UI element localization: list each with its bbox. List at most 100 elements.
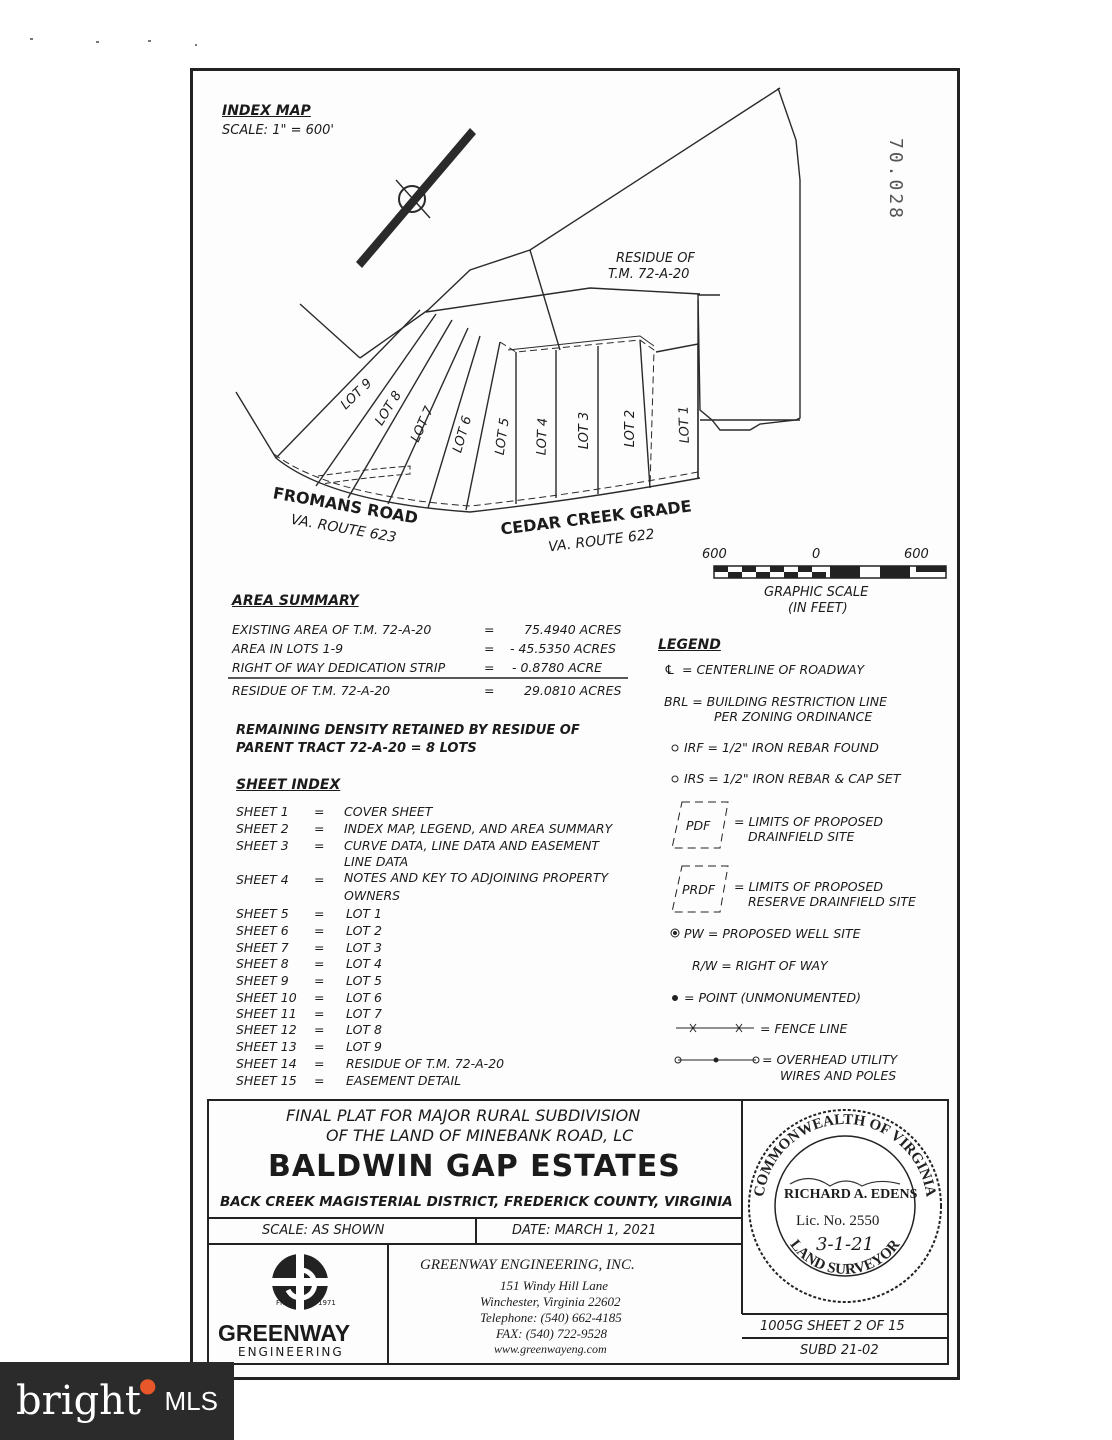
sheet-index-sheet: SHEET 11 — [236, 1006, 297, 1021]
graphic-scale-unit: (IN FEET) — [788, 601, 848, 616]
legend-prdf: = LIMITS OF PROPOSED — [734, 879, 884, 894]
area-row-value: 75.4940 ACRES — [524, 622, 622, 637]
sheet-index-eq: = — [314, 940, 325, 955]
sheet-index-eq: = — [314, 821, 325, 836]
sheet-index-desc-cont: LINE DATA — [344, 854, 409, 869]
sheet-index-desc: LOT 3 — [346, 940, 382, 955]
logo-fnd: FND — [276, 1299, 291, 1307]
legend-prdf-cont: RESERVE DRAINFIELD SITE — [748, 894, 916, 909]
sheet-index-sheet: SHEET 14 — [236, 1056, 297, 1071]
watermark-dot-icon: ● — [139, 1373, 157, 1397]
scale-right-value: 600 — [904, 547, 929, 562]
sheet-index-desc: LOT 8 — [346, 1022, 382, 1037]
sheet-index-sheet: SHEET 13 — [236, 1039, 297, 1054]
sheet-index-eq: = — [314, 1056, 325, 1071]
sheet-index-eq: = — [314, 956, 325, 971]
sheet-index-eq: = — [314, 1039, 325, 1054]
sheet-index-sheet: SHEET 1 — [236, 804, 289, 819]
residue-label-line2: T.M. 72-A-20 — [608, 267, 690, 282]
sheet-index-title: SHEET INDEX — [236, 777, 341, 793]
sheet-index-desc: LOT 7 — [346, 1006, 382, 1021]
sheet-index-sheet: SHEET 15 — [236, 1073, 297, 1088]
sheet-index-desc: LOT 6 — [346, 990, 382, 1005]
sheet-index-eq: = — [314, 838, 325, 853]
residue-label-line1: RESIDUE OF — [616, 251, 695, 266]
sheet-index-desc: CURVE DATA, LINE DATA AND EASEMENT — [344, 838, 600, 853]
seal-date: 3-1-21 — [816, 1234, 874, 1255]
sheet-index-eq: = — [314, 872, 325, 887]
scale-zero-value: 0 — [812, 547, 821, 562]
sheet-index-desc: INDEX MAP, LEGEND, AND AREA SUMMARY — [344, 821, 613, 836]
sheet-index-eq: = — [314, 923, 325, 938]
area-row-value: - 45.5350 ACRES — [510, 641, 616, 656]
sheet-index-desc: LOT 1 — [346, 906, 382, 921]
sheet-number: 1005G SHEET 2 OF 15 — [760, 1319, 905, 1334]
area-row-label: RIGHT OF WAY DEDICATION STRIP — [232, 660, 446, 675]
legend-brl-cont: PER ZONING ORDINANCE — [714, 709, 873, 724]
sheet-index-eq: = — [314, 1022, 325, 1037]
legend-pdf-cont: DRAINFIELD SITE — [748, 829, 855, 844]
lot-label-2: LOT 2 — [623, 409, 639, 448]
sheet-index-eq: = — [314, 1073, 325, 1088]
watermark-brand: bright — [16, 1378, 142, 1424]
firm-website: www.greenwayeng.com — [494, 1342, 607, 1356]
graphic-scale-bar — [713, 565, 947, 579]
north-arrow-shape — [356, 128, 476, 268]
sheet-index-desc: RESIDUE OF T.M. 72-A-20 — [346, 1056, 505, 1071]
firm-phone: Telephone: (540) 662-4185 — [480, 1310, 622, 1325]
area-row-label: RESIDUE OF T.M. 72-A-20 — [232, 683, 391, 698]
lot-label-4: LOT 4 — [534, 417, 551, 456]
seal-top-text: COMMONWEALTH OF VIRGINIA — [751, 1112, 938, 1198]
sheet-index-sheet: SHEET 2 — [236, 821, 289, 836]
sheet-index-desc: NOTES AND KEY TO ADJOINING PROPERTY — [344, 870, 609, 885]
logo-greenway: GREENWAY — [218, 1320, 351, 1346]
area-row-label: EXISTING AREA OF T.M. 72-A-20 — [232, 622, 432, 637]
sheet-index-desc: COVER SHEET — [344, 804, 433, 819]
seal-surveyor-name: RICHARD A. EDENS — [784, 1187, 918, 1202]
legend-irf: IRF = 1/2" IRON REBAR FOUND — [684, 740, 879, 755]
logo-engineering: ENGINEERING — [238, 1345, 344, 1359]
area-row-value: 29.0810 ACRES — [524, 683, 622, 698]
sheet-index-sheet: SHEET 8 — [236, 956, 289, 971]
sheet-index-desc-cont: OWNERS — [344, 888, 401, 903]
watermark-mls: MLS — [164, 1385, 218, 1416]
area-summary-title: AREA SUMMARY — [232, 593, 359, 609]
sheet-index-sheet: SHEET 6 — [236, 923, 289, 938]
sheet-index-desc: LOT 5 — [346, 973, 382, 988]
sheet-index-desc: LOT 4 — [346, 956, 382, 971]
firm-name: GREENWAY ENGINEERING, INC. — [420, 1257, 635, 1273]
sheet-index-sheet: SHEET 12 — [236, 1022, 297, 1037]
surveyor-seal-text: COMMONWEALTH OF VIRGINIA LAND SURVEYOR — [751, 1112, 938, 1278]
lot-label-3: LOT 3 — [577, 411, 593, 450]
area-row-label: AREA IN LOTS 1-9 — [232, 641, 344, 656]
logo-year: 1971 — [318, 1299, 336, 1307]
firm-address2: Winchester, Virginia 22602 — [480, 1294, 621, 1309]
sheet-index-sheet: SHEET 9 — [236, 973, 289, 988]
legend-prdf-box-label: PRDF — [682, 882, 716, 897]
title-line2: OF THE LAND OF MINEBANK ROAD, LC — [326, 1126, 634, 1145]
index-map-scale: SCALE: 1" = 600' — [222, 123, 334, 138]
legend-pdf: = LIMITS OF PROPOSED — [734, 814, 884, 829]
area-row-op: = — [484, 660, 495, 675]
bright-mls-watermark: bright● MLS — [0, 1362, 234, 1440]
legend-overhead: = OVERHEAD UTILITY — [762, 1052, 898, 1067]
sheet-index-sheet: SHEET 10 — [236, 990, 297, 1005]
sheet-index-sheet: SHEET 5 — [236, 906, 289, 921]
subdivision-name: BALDWIN GAP ESTATES — [268, 1149, 681, 1184]
area-row-op: = — [484, 641, 495, 656]
firm-address1: 151 Windy Hill Lane — [500, 1278, 608, 1293]
svg-text:COMMONWEALTH OF VIRGINIA: COMMONWEALTH OF VIRGINIA — [751, 1112, 938, 1198]
lot-label-1: LOT 1 — [676, 405, 693, 444]
sheet-index-eq: = — [314, 990, 325, 1005]
sheet-index-eq: = — [314, 973, 325, 988]
greenway-logo-mark — [272, 1254, 328, 1310]
centerline-icon: ℄ — [664, 662, 676, 677]
index-map-title: INDEX MAP — [222, 103, 311, 119]
legend-fence: = FENCE LINE — [760, 1021, 848, 1036]
scale-field: SCALE: AS SHOWN — [262, 1223, 385, 1238]
sheet-index-eq: = — [314, 1006, 325, 1021]
district-line: BACK CREEK MAGISTERIAL DISTRICT, FREDERI… — [220, 1194, 733, 1210]
legend-centerline: = CENTERLINE OF ROADWAY — [682, 662, 865, 677]
legend-brl: BRL = BUILDING RESTRICTION LINE — [664, 694, 887, 709]
